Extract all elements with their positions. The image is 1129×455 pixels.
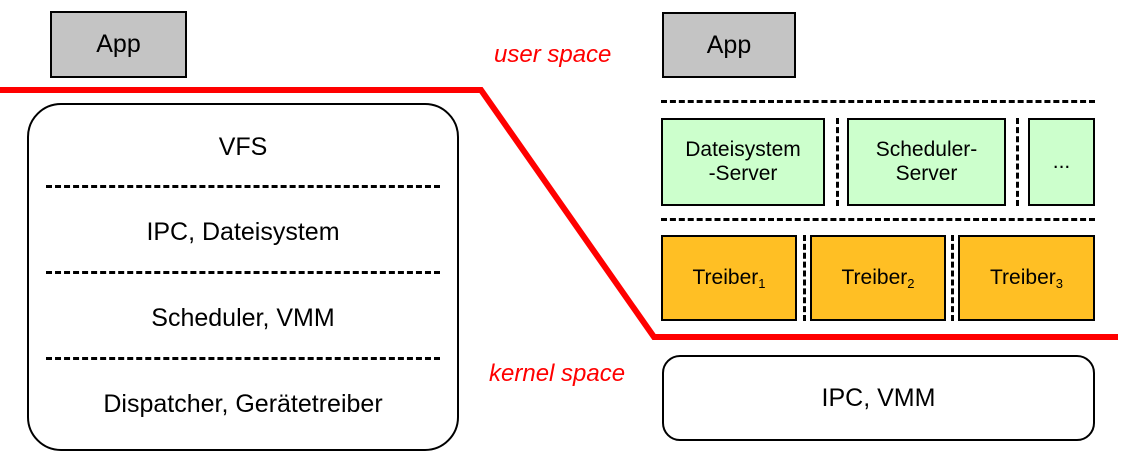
kernel-layer-vfs-label: VFS xyxy=(218,133,268,161)
microkernel-box: IPC, VMM xyxy=(662,355,1095,441)
kernel-separator-3 xyxy=(46,357,440,360)
left-app-box: App xyxy=(50,11,187,78)
kernel-layer-scheduler-vmm-label: Scheduler, VMM xyxy=(151,304,335,332)
kernel-separator-2 xyxy=(46,271,440,274)
server-divider-1 xyxy=(836,118,839,206)
user-space-label: user space xyxy=(494,41,611,69)
driver-divider-2 xyxy=(951,235,954,321)
kernel-layer-dispatcher-drivers-label: Dispatcher, Gerätetreiber xyxy=(103,390,383,418)
server-box-filesystem-label: Dateisystem -Server xyxy=(685,138,801,186)
server-box-filesystem: Dateisystem -Server xyxy=(661,118,825,206)
server-box-filesystem-line1: Dateisystem xyxy=(685,137,801,161)
driver-box-3-name: Treiber xyxy=(990,265,1056,289)
kernel-space-text: kernel space xyxy=(489,360,626,387)
driver-box-1: Treiber1 xyxy=(661,235,797,321)
kernel-layer-scheduler-vmm: Scheduler, VMM xyxy=(27,304,459,333)
driver-box-2: Treiber2 xyxy=(810,235,946,321)
kernel-space-label: kernel space xyxy=(489,360,625,388)
server-box-filesystem-line2: -Server xyxy=(708,162,778,185)
kernel-layer-ipc-fs-label: IPC, Dateisystem xyxy=(146,218,340,246)
driver-divider-1 xyxy=(803,235,806,321)
server-divider-2 xyxy=(1016,118,1019,206)
server-band-bottom-separator xyxy=(661,218,1095,221)
driver-box-2-index: 2 xyxy=(907,276,915,292)
driver-box-2-name: Treiber xyxy=(841,265,908,289)
driver-box-1-index: 1 xyxy=(758,276,766,292)
driver-box-2-label: Treiber2 xyxy=(841,265,915,292)
driver-box-3-index: 3 xyxy=(1055,276,1063,292)
driver-box-3: Treiber3 xyxy=(958,235,1095,321)
server-box-scheduler-line2: Server xyxy=(895,162,958,185)
kernel-layer-vfs: VFS xyxy=(27,133,459,162)
kernel-layer-dispatcher-drivers: Dispatcher, Gerätetreiber xyxy=(27,390,459,419)
kernel-separator-1 xyxy=(46,185,440,188)
driver-box-3-label: Treiber3 xyxy=(990,265,1063,292)
right-app-label: App xyxy=(706,30,752,59)
server-band-top-separator xyxy=(661,100,1095,103)
server-box-scheduler: Scheduler- Server xyxy=(847,118,1006,206)
left-app-label: App xyxy=(96,30,141,59)
server-box-scheduler-line1: Scheduler- xyxy=(875,137,978,161)
driver-box-1-label: Treiber1 xyxy=(692,265,766,292)
server-box-more: ... xyxy=(1028,118,1095,206)
right-app-box: App xyxy=(662,12,796,78)
driver-box-1-name: Treiber xyxy=(692,265,759,289)
server-box-more-label: ... xyxy=(1052,149,1071,173)
user-space-text: user space xyxy=(494,41,612,68)
server-box-scheduler-label: Scheduler- Server xyxy=(876,138,978,186)
kernel-layer-ipc-fs: IPC, Dateisystem xyxy=(27,218,459,247)
microkernel-label: IPC, VMM xyxy=(821,383,936,412)
